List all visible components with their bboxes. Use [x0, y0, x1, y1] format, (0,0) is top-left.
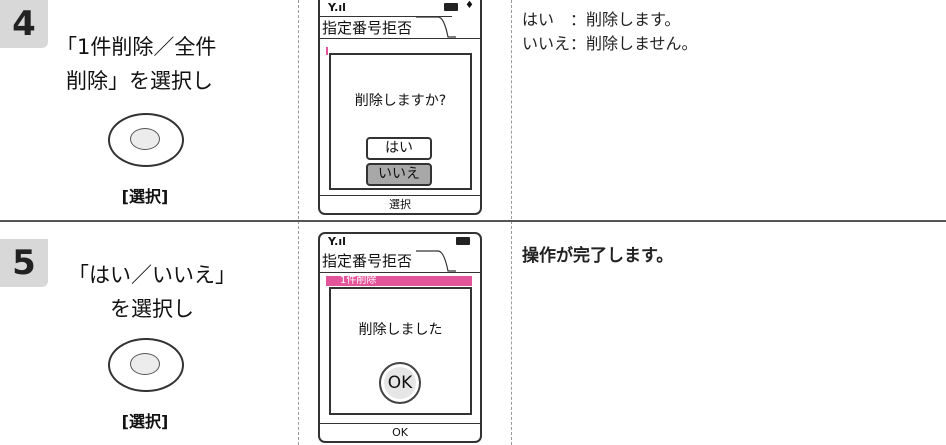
- select-key-inner: [130, 353, 160, 375]
- highlight-item-label: 1件削除: [340, 276, 377, 286]
- dialog-message: 削除しました: [358, 322, 443, 338]
- header-underline: [320, 272, 480, 273]
- step-4-instruction-line1: 「1件削除／全件: [56, 35, 217, 59]
- select-key-label: [選択]: [121, 412, 169, 431]
- step-5-description: 操作が完了します。: [522, 246, 674, 266]
- phone-screen-step4: Y.ıl ♦ 指定番号拒否 削除しますか? はい いいえ 選択: [318, 0, 482, 215]
- column-divider-2: [511, 0, 512, 445]
- signal-icon: Y.ıl: [328, 1, 346, 14]
- status-bar: Y.ıl ♦: [320, 0, 480, 15]
- step-5-instruction-line1: 「はい／いいえ」: [68, 263, 236, 287]
- tab-curve: [416, 16, 456, 38]
- step-4-desc-line1: はい ：削除します。: [522, 10, 681, 29]
- ok-button[interactable]: OK: [379, 362, 421, 404]
- row-divider: [0, 220, 946, 222]
- step-5-instruction-line2: を選択し: [110, 297, 194, 321]
- select-key-inner: [130, 128, 160, 150]
- done-dialog: 削除しました OK: [329, 287, 472, 415]
- highlight-bar: 1件削除: [326, 276, 472, 286]
- column-divider-1: [298, 0, 299, 445]
- step-4-description: はい ：削除します。 いいえ：削除しません。: [522, 8, 698, 56]
- step-4-desc-line2: いいえ：削除しません。: [522, 34, 698, 53]
- softkey-label: 選択: [320, 195, 480, 213]
- dialog-message: 削除しますか?: [354, 93, 447, 109]
- status-bar: Y.ıl: [320, 234, 480, 249]
- signal-icon: Y.ıl: [328, 235, 346, 248]
- no-button[interactable]: いいえ: [366, 163, 432, 186]
- yes-button[interactable]: はい: [366, 137, 432, 160]
- screen-header: 指定番号拒否: [322, 252, 413, 270]
- confirm-dialog: 削除しますか? はい いいえ: [329, 53, 472, 190]
- tab-curve: [416, 250, 456, 272]
- header-underline: [320, 38, 480, 39]
- select-key-icon: [108, 338, 184, 392]
- battery-icon: [456, 237, 470, 245]
- step-number-4: 4: [0, 0, 48, 48]
- step-number-5: 5: [0, 239, 48, 287]
- highlight-bar: [326, 47, 328, 55]
- scroll-arrows-icon: ♦: [465, 0, 474, 11]
- select-key-icon: [108, 113, 184, 167]
- phone-screen-step5: Y.ıl 指定番号拒否 1件削除 削除しました OK OK: [318, 232, 482, 443]
- step-4-instruction: 「1件削除／全件 削除」を選択し: [52, 30, 262, 98]
- select-key-label: [選択]: [121, 187, 169, 206]
- softkey-label: OK: [320, 423, 480, 441]
- step-5-instruction: 「はい／いいえ」 を選択し: [52, 258, 252, 326]
- step-4-instruction-line2: 削除」を選択し: [66, 69, 213, 93]
- screen-header: 指定番号拒否: [320, 16, 452, 39]
- battery-icon: [444, 3, 458, 11]
